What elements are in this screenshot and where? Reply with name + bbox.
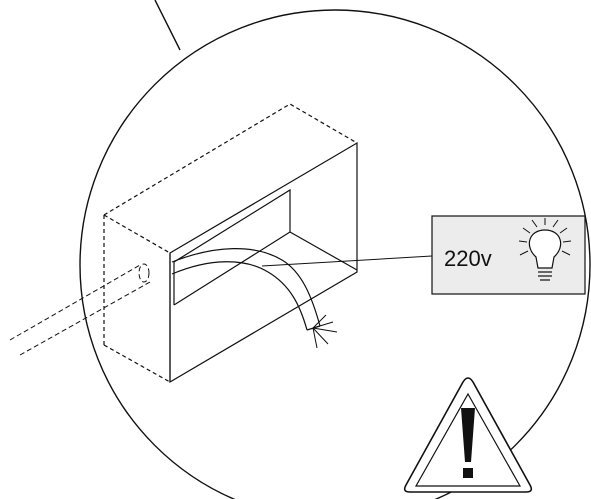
exposed-wire-strands bbox=[312, 314, 338, 349]
electrical-cable bbox=[171, 248, 321, 331]
warning-exclamation-mark bbox=[461, 408, 475, 462]
junction-box bbox=[103, 103, 358, 384]
voltage-value-text: 220v bbox=[444, 246, 492, 271]
detail-magnifier-circle bbox=[79, 9, 591, 499]
light-bulb-icon bbox=[518, 218, 572, 281]
warning-triangle-icon bbox=[403, 377, 533, 493]
voltage-label-box: 220v bbox=[431, 215, 586, 295]
voltage-pointer-line bbox=[261, 255, 433, 267]
callout-leader-line bbox=[154, 0, 181, 51]
conduit-pipe bbox=[9, 263, 151, 356]
